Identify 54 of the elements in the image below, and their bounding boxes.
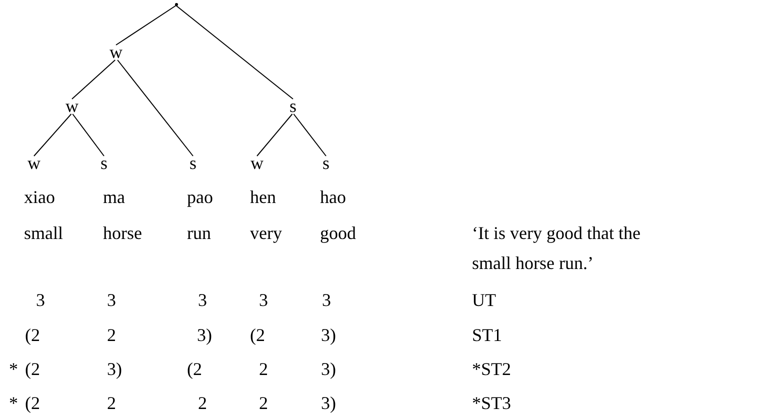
tier-label: *ST2 (472, 359, 512, 379)
stress-number: 2 (259, 393, 268, 413)
stress-number: 3) (197, 325, 212, 345)
tree-node-label: s (190, 153, 197, 173)
stress-number: 3) (321, 325, 336, 345)
stress-number: 3) (321, 359, 336, 379)
word: ma (103, 187, 125, 207)
apex-point (174, 2, 178, 6)
tree-branch (72, 114, 104, 156)
gloss-word: small (24, 223, 63, 243)
gloss-word: good (320, 223, 356, 243)
stress-number: 2 (107, 393, 116, 413)
tree-branch (256, 114, 293, 156)
word: xiao (24, 187, 55, 207)
stress-number: 3) (107, 359, 122, 379)
tier-label: UT (472, 290, 496, 310)
tree-node-label: s (322, 153, 330, 173)
asterisk-mark: * (9, 359, 18, 379)
tree-branch (72, 60, 116, 100)
stress-number: 3 (36, 290, 45, 310)
gloss-word: run (187, 223, 211, 243)
stress-number: 3 (198, 290, 207, 310)
translation-text: ‘It is very good that the small horse run.’ (472, 222, 642, 275)
stress-number: (2 (25, 325, 40, 345)
tree-branch (176, 5, 294, 100)
tree-node-label: w (250, 153, 264, 173)
tier-label: *ST3 (472, 393, 512, 413)
stress-number: 2 (198, 393, 207, 413)
stress-number: (2 (187, 359, 202, 379)
tree-node-label: s (290, 96, 297, 116)
word: hen (250, 187, 276, 207)
stress-number: (2 (250, 325, 265, 345)
tree-branch (116, 5, 176, 46)
tree-branch (34, 114, 72, 156)
stress-number: (2 (25, 393, 40, 413)
asterisk-mark: * (9, 393, 18, 413)
word: pao (187, 187, 213, 207)
stress-number: (2 (25, 359, 40, 379)
stress-number: 3) (321, 393, 336, 413)
tree-node-label: s (100, 153, 108, 173)
tree-branch (117, 60, 194, 156)
stress-number: 3 (107, 290, 116, 310)
stress-number: 3 (322, 290, 331, 310)
tree-node-label: w (28, 153, 40, 173)
stress-number: 3 (259, 290, 268, 310)
gloss-word: horse (103, 223, 142, 243)
tree-node-label: w (110, 42, 122, 62)
gloss-word: very (250, 223, 282, 243)
stress-number: 2 (107, 325, 116, 345)
tree-branch (293, 114, 326, 156)
word: hao (320, 187, 346, 207)
stress-number: 2 (259, 359, 268, 379)
tier-label: ST1 (472, 325, 502, 345)
tree-node-label: w (66, 96, 78, 116)
